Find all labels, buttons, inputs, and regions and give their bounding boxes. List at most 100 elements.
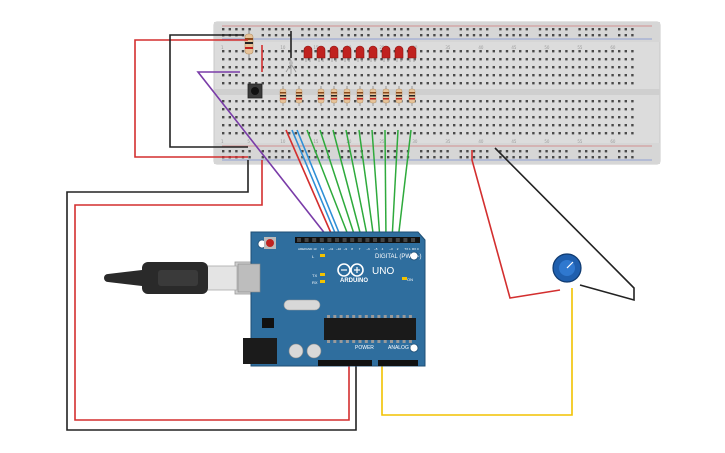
terminal-hole[interactable] xyxy=(255,100,258,103)
terminal-hole[interactable] xyxy=(519,116,522,119)
terminal-hole[interactable] xyxy=(591,132,594,135)
terminal-hole[interactable] xyxy=(347,82,350,85)
rail-hole[interactable] xyxy=(340,34,344,37)
terminal-hole[interactable] xyxy=(360,74,363,77)
rail-hole[interactable] xyxy=(446,150,449,153)
rail-hole[interactable] xyxy=(241,150,245,153)
terminal-hole[interactable] xyxy=(499,66,502,69)
rail-hole[interactable] xyxy=(565,28,568,31)
rail-hole[interactable] xyxy=(241,28,245,31)
terminal-hole[interactable] xyxy=(268,124,271,127)
terminal-hole[interactable] xyxy=(538,66,542,69)
terminal-hole[interactable] xyxy=(400,108,403,111)
rail-hole[interactable] xyxy=(591,28,594,31)
terminal-hole[interactable] xyxy=(492,66,495,69)
breadboard-holes[interactable] xyxy=(222,28,634,159)
terminal-hole[interactable] xyxy=(598,82,601,85)
terminal-hole[interactable] xyxy=(248,74,251,77)
terminal-hole[interactable] xyxy=(624,132,627,135)
terminal-hole[interactable] xyxy=(241,132,245,135)
rail-hole[interactable] xyxy=(598,34,601,37)
terminal-hole[interactable] xyxy=(558,82,561,85)
terminal-hole[interactable] xyxy=(492,124,495,127)
terminal-hole[interactable] xyxy=(261,108,264,111)
terminal-hole[interactable] xyxy=(505,108,509,111)
rail-hole[interactable] xyxy=(327,34,330,37)
terminal-hole[interactable] xyxy=(466,58,469,61)
terminal-hole[interactable] xyxy=(552,58,555,61)
terminal-hole[interactable] xyxy=(591,50,594,53)
rail-hole[interactable] xyxy=(598,28,601,31)
terminal-hole[interactable] xyxy=(393,124,396,127)
terminal-hole[interactable] xyxy=(545,66,548,69)
rail-hole[interactable] xyxy=(433,34,436,37)
terminal-hole[interactable] xyxy=(393,66,396,69)
terminal-hole[interactable] xyxy=(585,58,588,61)
terminal-hole[interactable] xyxy=(373,82,377,85)
terminal-hole[interactable] xyxy=(631,124,634,127)
terminal-hole[interactable] xyxy=(519,82,522,85)
terminal-hole[interactable] xyxy=(334,58,337,61)
led[interactable] xyxy=(381,45,391,59)
terminal-hole[interactable] xyxy=(222,116,225,119)
terminal-hole[interactable] xyxy=(492,58,495,61)
terminal-hole[interactable] xyxy=(255,108,258,111)
rail-hole[interactable] xyxy=(268,28,271,31)
rail-hole[interactable] xyxy=(538,150,542,153)
terminal-hole[interactable] xyxy=(307,82,311,85)
terminal-hole[interactable] xyxy=(327,66,330,69)
terminal-hole[interactable] xyxy=(598,100,601,103)
terminal-hole[interactable] xyxy=(387,82,390,85)
terminal-hole[interactable] xyxy=(222,124,225,127)
terminal-hole[interactable] xyxy=(301,124,304,127)
terminal-hole[interactable] xyxy=(222,66,225,69)
terminal-hole[interactable] xyxy=(486,82,489,85)
terminal-hole[interactable] xyxy=(591,82,594,85)
terminal-hole[interactable] xyxy=(571,132,575,135)
terminal-hole[interactable] xyxy=(235,82,238,85)
rail-hole[interactable] xyxy=(591,156,594,159)
terminal-hole[interactable] xyxy=(558,50,561,53)
terminal-hole[interactable] xyxy=(241,50,245,53)
terminal-hole[interactable] xyxy=(611,100,614,103)
rail-hole[interactable] xyxy=(558,28,561,31)
rail-hole[interactable] xyxy=(578,150,581,153)
terminal-hole[interactable] xyxy=(360,116,363,119)
terminal-hole[interactable] xyxy=(618,100,621,103)
terminal-hole[interactable] xyxy=(492,132,495,135)
rail-hole[interactable] xyxy=(340,156,344,159)
terminal-hole[interactable] xyxy=(558,108,561,111)
terminal-hole[interactable] xyxy=(538,100,542,103)
rail-hole[interactable] xyxy=(439,34,443,37)
terminal-hole[interactable] xyxy=(426,66,429,69)
terminal-hole[interactable] xyxy=(525,82,528,85)
terminal-hole[interactable] xyxy=(314,50,317,53)
terminal-hole[interactable] xyxy=(578,74,581,77)
terminal-hole[interactable] xyxy=(618,58,621,61)
rail-hole[interactable] xyxy=(307,150,311,153)
rail-hole[interactable] xyxy=(347,156,350,159)
rail-hole[interactable] xyxy=(281,150,284,153)
terminal-hole[interactable] xyxy=(274,50,278,53)
rail-hole[interactable] xyxy=(558,156,561,159)
terminal-hole[interactable] xyxy=(505,50,509,53)
terminal-hole[interactable] xyxy=(367,132,370,135)
terminal-hole[interactable] xyxy=(340,132,344,135)
rail-hole[interactable] xyxy=(400,34,403,37)
rail-hole[interactable] xyxy=(426,34,429,37)
terminal-hole[interactable] xyxy=(288,124,291,127)
terminal-hole[interactable] xyxy=(459,58,462,61)
terminal-hole[interactable] xyxy=(466,132,469,135)
rail-hole[interactable] xyxy=(624,150,627,153)
terminal-hole[interactable] xyxy=(565,82,568,85)
terminal-hole[interactable] xyxy=(288,108,291,111)
terminal-hole[interactable] xyxy=(255,124,258,127)
terminal-hole[interactable] xyxy=(571,82,575,85)
terminal-hole[interactable] xyxy=(248,58,251,61)
terminal-hole[interactable] xyxy=(307,66,311,69)
terminal-hole[interactable] xyxy=(433,66,436,69)
rail-hole[interactable] xyxy=(585,34,588,37)
terminal-hole[interactable] xyxy=(459,100,462,103)
terminal-hole[interactable] xyxy=(360,108,363,111)
terminal-hole[interactable] xyxy=(499,58,502,61)
